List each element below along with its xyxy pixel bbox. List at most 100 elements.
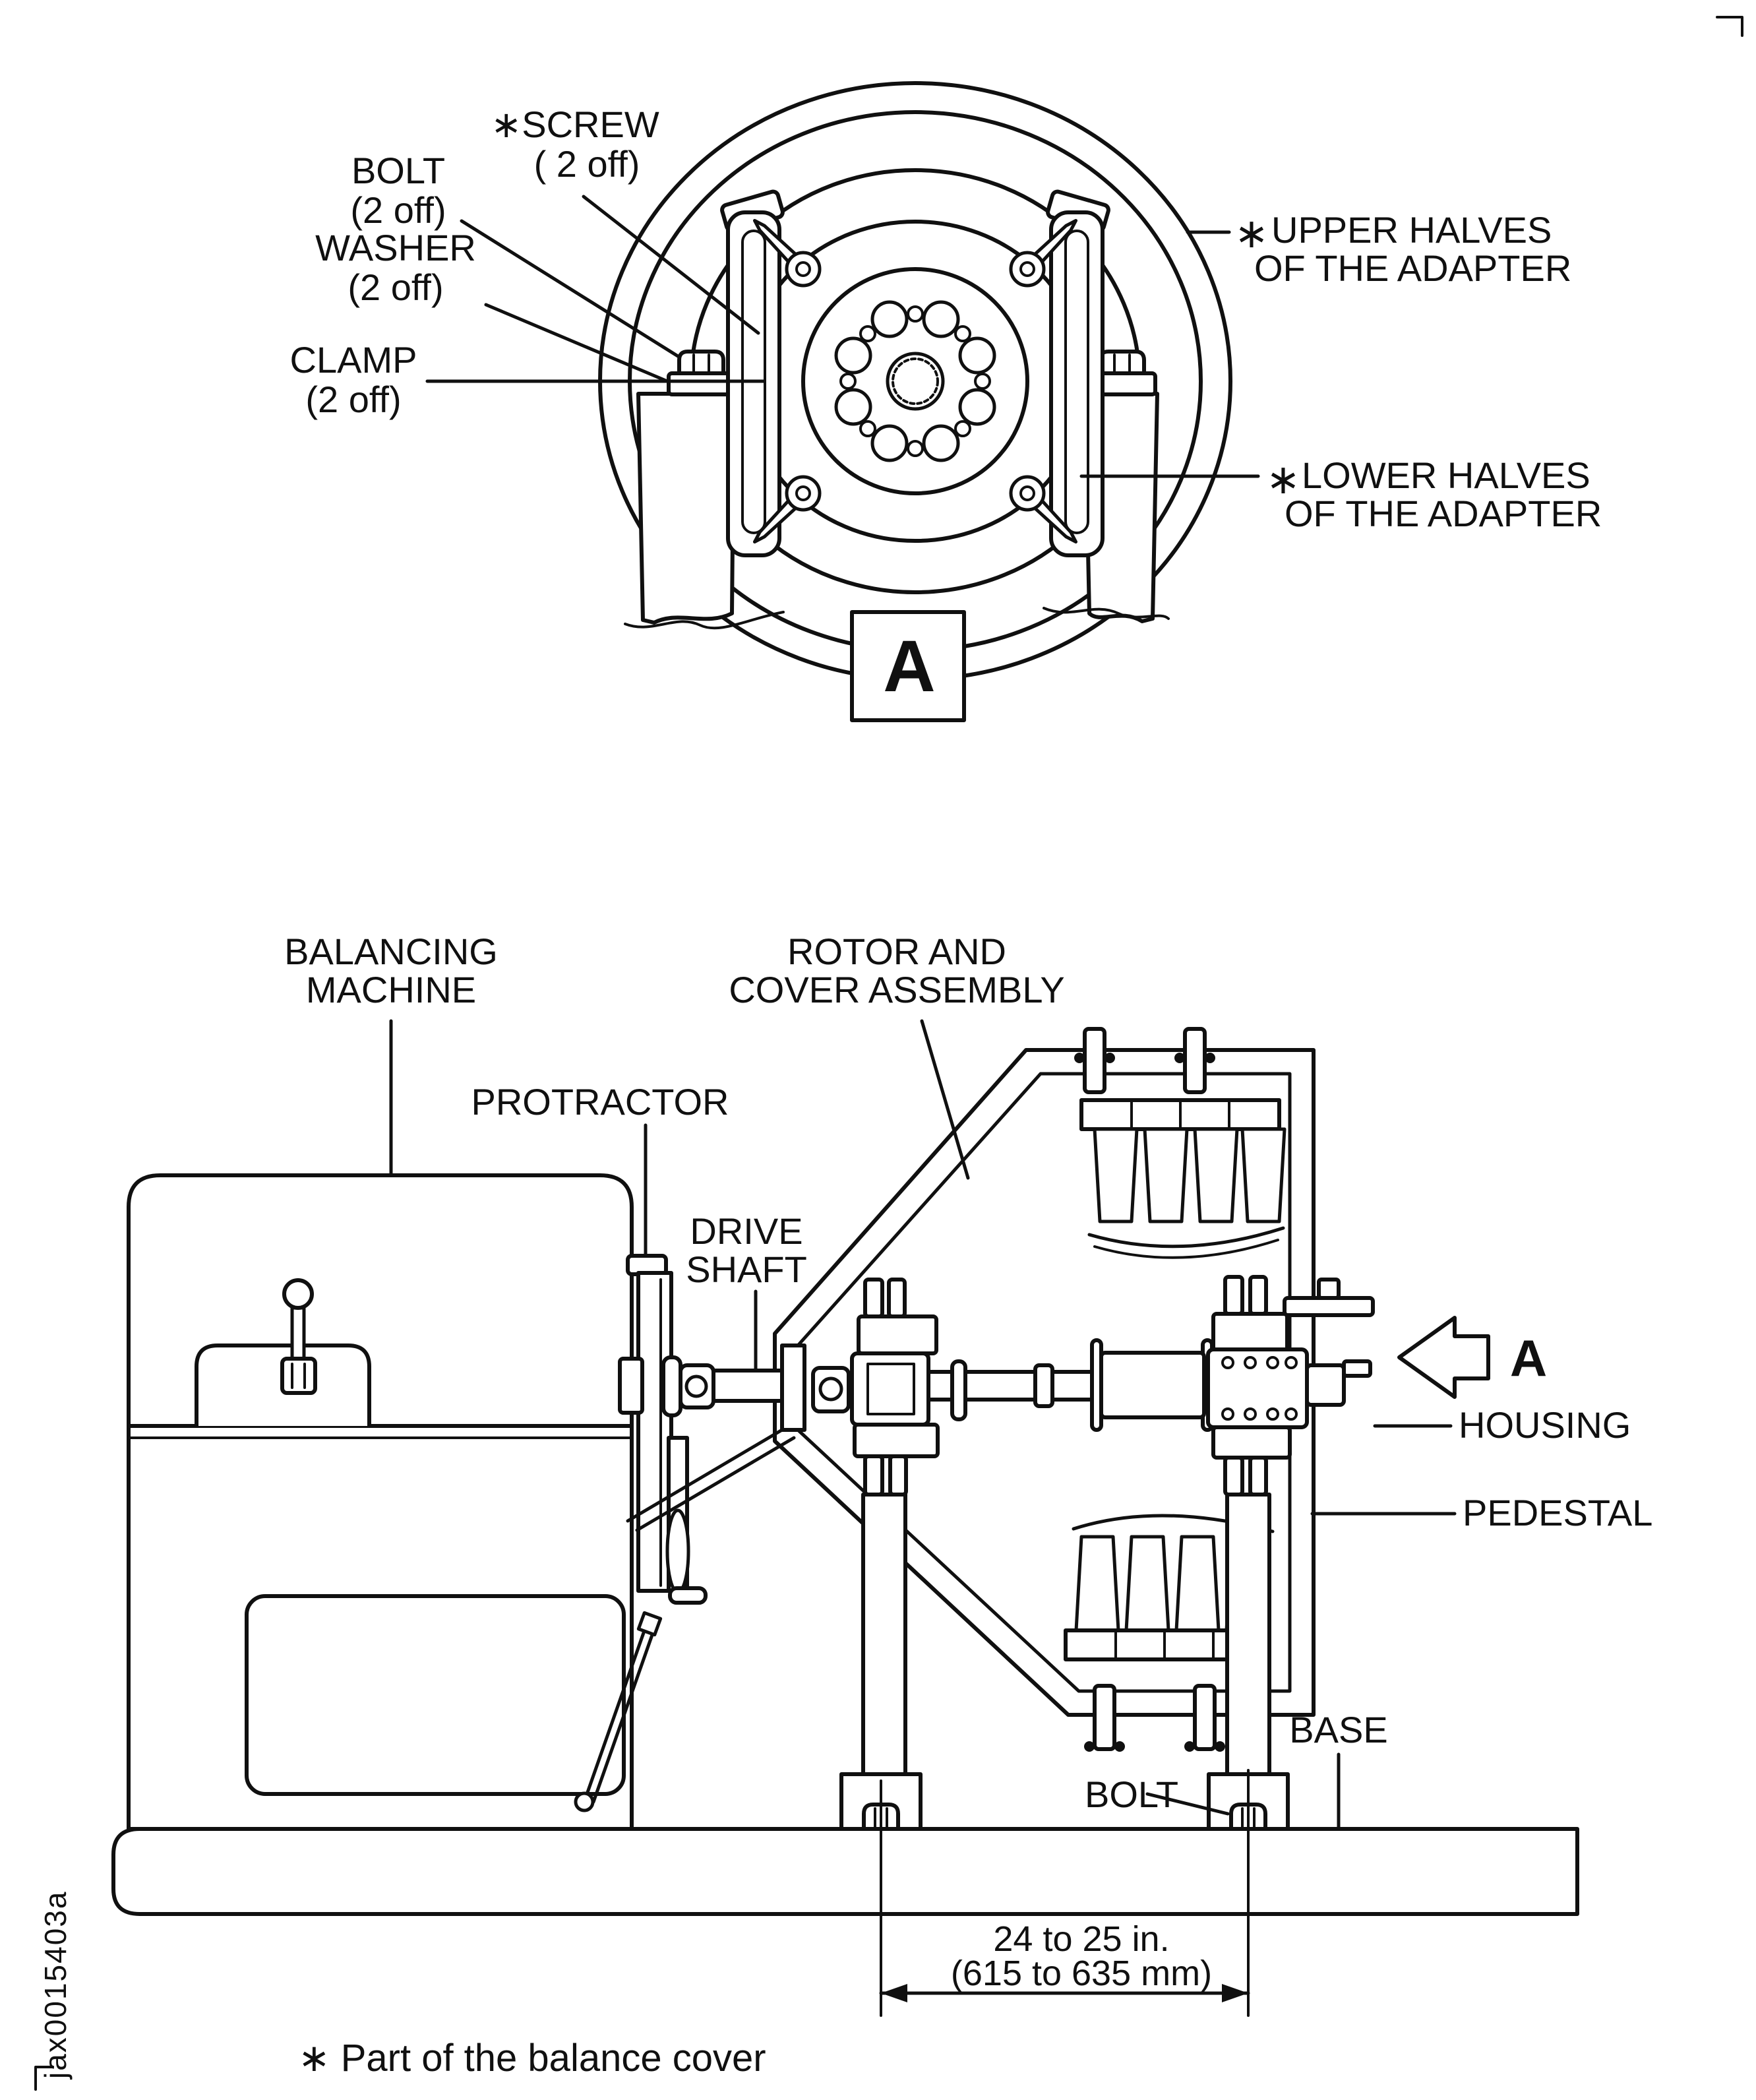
pedestal-column-right [1225,1493,1271,1776]
rotor-hub-block [1099,1351,1206,1419]
hole [834,388,872,426]
leader-screw [582,195,760,335]
label-screw: ∗SCREW [491,104,659,145]
detail-marker-letter: A [883,626,935,707]
clip-ear [1205,1053,1215,1063]
leader-bolt [460,219,680,358]
bearing-window [866,1363,915,1415]
break-line [1043,607,1170,620]
blade [1093,1127,1139,1223]
main-view: 24 to 25 in. (615 to 635 mm) A BALANCING… [111,931,1652,2017]
leader-rotor-cover [920,1019,970,1180]
t-arm-block [1317,1278,1341,1300]
cover-top-clips [1074,1027,1215,1094]
shaft-step [1033,1363,1054,1408]
figure-id: jax0015403a [38,1891,73,2080]
ball [1266,1356,1279,1369]
strut-edge [584,1627,647,1800]
screw-socket [1019,485,1035,501]
label-upper-halves-2: OF THE ADAPTER [1254,247,1571,289]
clip [1083,1027,1106,1094]
clip-ear [1184,1741,1195,1752]
dim-arrowhead-left [881,1984,907,2002]
strut-edge [591,1631,655,1804]
label-lower-halves-2: OF THE ADAPTER [1285,493,1602,534]
main-leaders [389,1019,1457,1829]
shaft-end-pin [1342,1359,1372,1378]
hole [922,300,960,338]
view-arrow-shape [1397,1316,1490,1399]
shaft-bearing [661,1355,682,1417]
clamp-right [1046,189,1110,557]
shaft-end-block [1305,1363,1346,1407]
top-fork [887,1278,907,1318]
clip [1183,1027,1207,1094]
label-clamp-qty: (2 off) [305,379,401,420]
label-balancing-machine-1: BALANCING [284,931,498,972]
hole [870,300,909,338]
main-labels: BALANCING MACHINE ROTOR AND COVER ASSEMB… [284,931,1652,1815]
label-housing: HOUSING [1459,1404,1631,1446]
hole [922,424,960,462]
corner-mark-top-right [1716,16,1743,37]
screw-bottom-left [752,475,822,544]
screw-head [1009,475,1046,512]
rotor-blades-top [1079,1098,1287,1259]
pedestal-column-left [861,1493,907,1776]
leader-bolt-main [1145,1792,1230,1816]
screw-head [1009,251,1046,288]
screw-socket [795,485,811,501]
hub-disc [801,267,1029,495]
top-fork [1223,1275,1244,1316]
protractor-plate [636,1271,673,1593]
top-fork [1248,1275,1268,1316]
label-bolt: BOLT [351,150,445,191]
clip-ear [1105,1053,1115,1063]
small-hole [974,373,991,390]
label-clamp: CLAMP [290,339,417,381]
label-pedestal: PEDESTAL [1463,1492,1652,1533]
blade-shroud-2 [1093,1239,1279,1259]
small-hole [907,440,924,457]
ball [1285,1356,1298,1369]
arm-post [780,1343,806,1432]
blade [1074,1535,1120,1632]
shaft-tube [711,1369,785,1403]
small-hole [954,325,971,342]
clip-ear [1074,1053,1085,1063]
support-strut [574,1611,663,1812]
hole [958,336,996,375]
housing-cap-bottom [853,1423,940,1458]
view-arrow-a: A [1397,1316,1547,1399]
bottom-fork [888,1454,908,1497]
label-balancing-machine-2: MACHINE [306,969,476,1010]
strut-pivot-upper [636,1611,663,1637]
asterisk-lower: ∗ [1266,457,1300,503]
label-upper-halves-1: UPPER HALVES [1271,209,1552,251]
blade-shroud [1087,1226,1285,1249]
detail-view: ∗SCREW ( 2 off) BOLT (2 off) WASHER (2 o… [290,81,1602,722]
screw-head [785,475,822,512]
support-arm-edge [626,1428,784,1523]
blade [1193,1127,1239,1223]
label-bolt-qty: (2 off) [350,189,446,231]
clip-ear [1114,1741,1125,1752]
hole [958,388,996,426]
blade [1124,1535,1170,1632]
label-drive-shaft-1: DRIVE [690,1210,802,1252]
hole [870,424,909,462]
clip-ear [1174,1053,1185,1063]
protractor-assembly [626,1254,708,1605]
clip-ear [1215,1741,1225,1752]
shaft-collar [950,1359,967,1421]
protractor-handwheel [665,1508,690,1594]
clip [1193,1684,1217,1751]
lever-collar [280,1357,317,1395]
blade [1174,1535,1221,1632]
detail-leaders [425,195,1260,478]
label-base: BASE [1289,1709,1387,1750]
bolt-right [1098,350,1146,375]
pedestal-block [636,392,736,625]
